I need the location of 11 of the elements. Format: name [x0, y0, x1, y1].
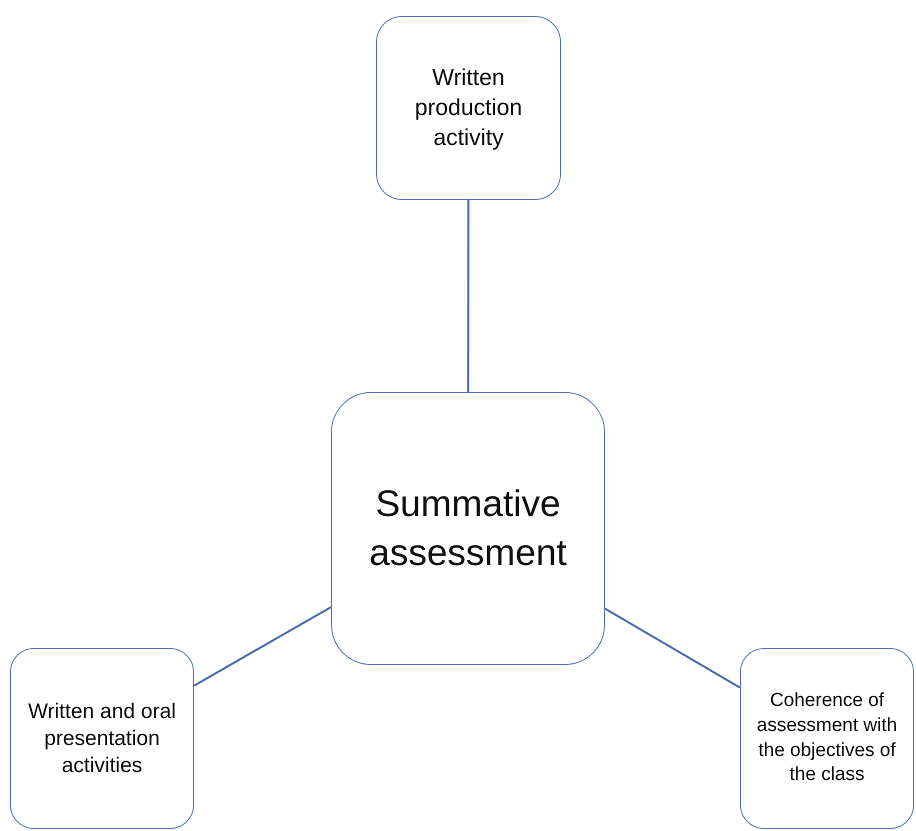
node-text: Summative assessment [368, 482, 568, 574]
rounded-box [740, 648, 914, 829]
connector-line [604, 608, 740, 688]
rounded-box [10, 648, 194, 829]
connector-line [467, 200, 470, 392]
connector-line [194, 606, 332, 687]
rounded-box [376, 16, 561, 200]
node-text: Written and oral presentation activities [27, 698, 177, 780]
node-text: Written production activity [414, 63, 524, 152]
node-text: Coherence of assessment with the objectives of the class [756, 689, 898, 788]
rounded-box [331, 392, 605, 665]
